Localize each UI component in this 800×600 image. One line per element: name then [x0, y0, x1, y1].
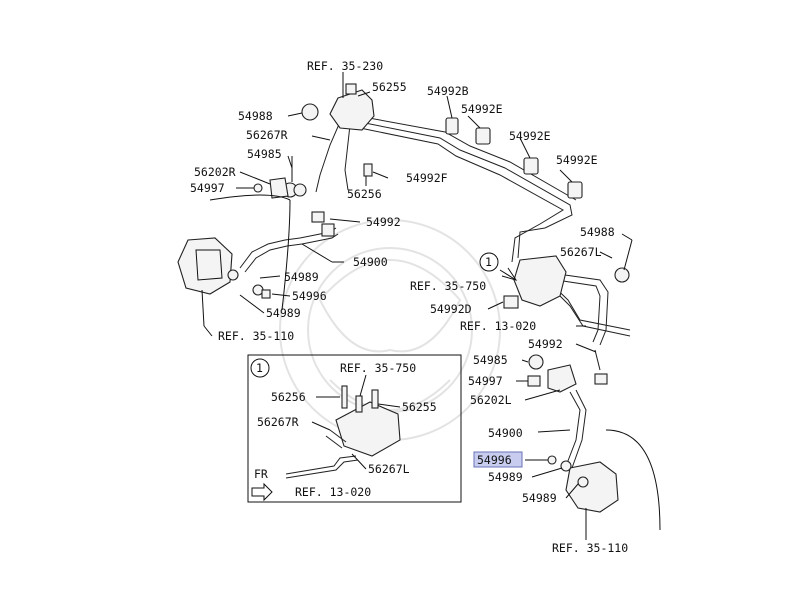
left-flex-hose: [239, 223, 339, 273]
reference-circle-1-label: 1: [485, 255, 492, 269]
highlighted-part-box[interactable]: [473, 451, 523, 468]
part-54989-label: 54989: [522, 491, 557, 505]
inset-part-56267r-label: 56267R: [257, 415, 299, 429]
part-54985-label: 54985: [247, 147, 282, 161]
inset-part-56256-label: 56256: [271, 390, 306, 404]
part-54992f-label: 54992F: [406, 171, 448, 185]
part-54997-label: 54997: [468, 374, 503, 388]
part-56255-label: 56255: [372, 80, 407, 94]
inset-part-56267l-label: 56267L: [368, 462, 410, 476]
part-54992-label: 54992: [366, 215, 401, 229]
part-54989-label: 54989: [488, 470, 523, 484]
reference-circle-1: [479, 252, 499, 272]
left-bracket-cluster: [253, 177, 325, 223]
inset-ref-35-750-label: REF. 35-750: [340, 361, 416, 375]
front-direction-label: FR: [254, 467, 268, 481]
part-54988-label: 54988: [238, 109, 273, 123]
main-callouts: REF. 35-230 56255 54992B 54988 54992E 56…: [190, 59, 628, 555]
part-54992-label: 54992: [528, 337, 563, 351]
front-arrow-icon: [251, 482, 273, 502]
part-56267r-label: 56267R: [246, 128, 288, 142]
part-54992b-label: 54992B: [427, 84, 469, 98]
left-caliper: [177, 194, 291, 311]
part-54992d-label: 54992D: [430, 302, 472, 316]
right-flex-hose: [527, 349, 608, 469]
right-valve-block: [499, 255, 630, 309]
inset-frame: [247, 354, 462, 503]
part-56256-label: 56256: [347, 187, 382, 201]
ref-35-110-label: REF. 35-110: [552, 541, 628, 555]
inset-circle-1-label: 1: [256, 361, 263, 375]
ref-35-230-label: REF. 35-230: [307, 59, 383, 73]
part-56202r-label: 56202R: [194, 165, 236, 179]
pipe-clips-top: [445, 117, 583, 199]
part-54992e-label: 54992E: [556, 153, 598, 167]
part-56267l-label: 56267L: [560, 245, 602, 259]
ref-13-020-label: REF. 13-020: [460, 319, 536, 333]
part-54900-label: 54900: [488, 426, 523, 440]
part-54900-label: 54900: [353, 255, 388, 269]
part-54989-label: 54989: [266, 306, 301, 320]
part-54996-highlighted-label[interactable]: 54996: [477, 453, 512, 467]
part-54992e-label: 54992E: [461, 102, 503, 116]
proportioning-valve-top: [301, 83, 375, 177]
ref-35-110-label: REF. 35-110: [218, 329, 294, 343]
ref-35-750-label: REF. 35-750: [410, 279, 486, 293]
inset-detail: 1 REF. 35-750 56256 56255 56267R 56267L …: [247, 354, 462, 503]
part-54988-label: 54988: [580, 225, 615, 239]
part-54992e-label: 54992E: [509, 129, 551, 143]
part-54985-label: 54985: [473, 353, 508, 367]
inset-circle-1: [250, 358, 270, 378]
inset-part-56255-label: 56255: [402, 400, 437, 414]
inset-ref-13-020-label: REF. 13-020: [295, 485, 371, 499]
right-caliper: [547, 429, 661, 531]
part-54989-label: 54989: [284, 270, 319, 284]
part-54996-label: 54996: [292, 289, 327, 303]
part-54997-label: 54997: [190, 181, 225, 195]
leader-lines: [201, 72, 633, 540]
part-56202l-label: 56202L: [470, 393, 512, 407]
